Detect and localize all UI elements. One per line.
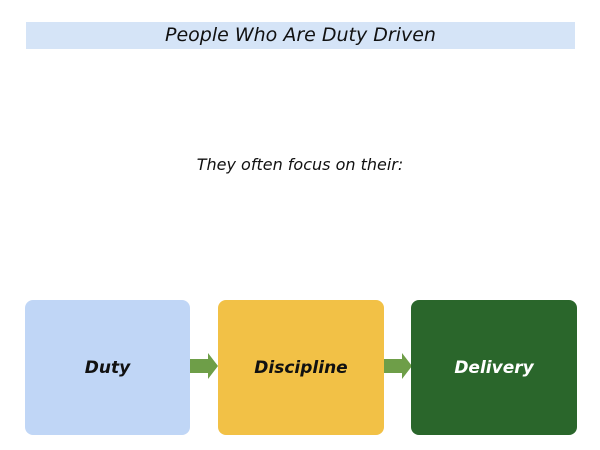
discipline-label: Discipline: [254, 357, 348, 378]
discipline-box: Discipline: [218, 300, 384, 435]
title-bar: People Who Are Duty Driven: [26, 22, 575, 49]
page-title: People Who Are Duty Driven: [165, 24, 436, 46]
subtitle-text: They often focus on their:: [196, 155, 404, 174]
arrow-right-icon: [190, 353, 218, 379]
duty-box: Duty: [25, 300, 190, 435]
duty-label: Duty: [84, 357, 131, 378]
delivery-label: Delivery: [454, 357, 534, 378]
delivery-box: Delivery: [411, 300, 577, 435]
arrow-right-icon: [384, 353, 412, 379]
